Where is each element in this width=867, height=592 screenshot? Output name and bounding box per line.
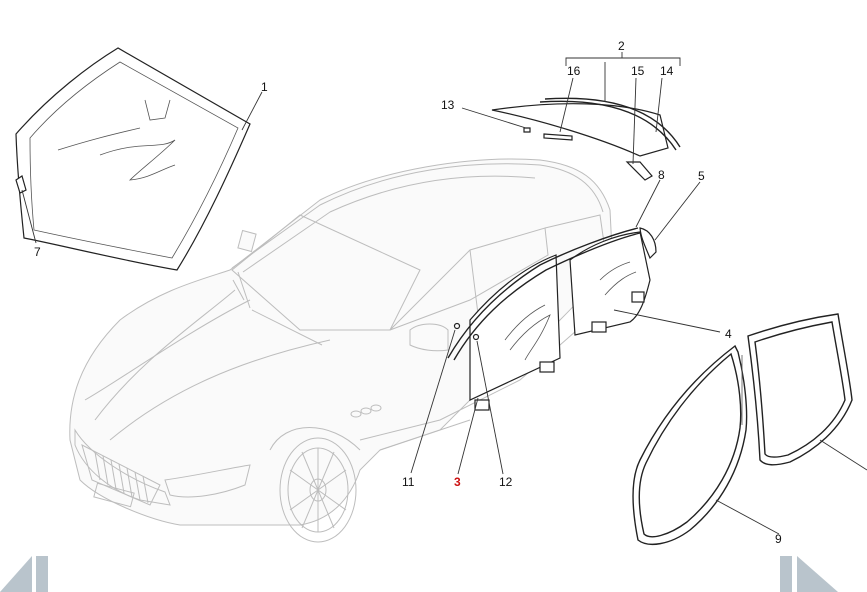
callout-8[interactable]: 8	[658, 168, 665, 182]
callout-5[interactable]: 5	[698, 169, 705, 183]
next-button[interactable]	[780, 556, 838, 592]
callout-16[interactable]: 16	[567, 64, 581, 78]
callout-11[interactable]: 11	[402, 475, 415, 489]
door-seal-rear-part	[747, 313, 853, 466]
small-clips	[453, 322, 480, 341]
callout-14[interactable]: 14	[660, 64, 674, 78]
next-arrow-icon	[780, 556, 838, 592]
callout-12[interactable]: 12	[499, 475, 513, 489]
windshield-part	[15, 47, 251, 271]
door-window-seal-part	[447, 227, 641, 361]
callout-13[interactable]: 13	[441, 98, 455, 112]
front-door-glass-part	[469, 254, 561, 411]
door-seal-front-part	[632, 344, 748, 546]
clip-part	[15, 175, 27, 194]
callout-1[interactable]: 1	[261, 80, 268, 94]
side-vents	[350, 404, 382, 418]
prev-button[interactable]	[0, 556, 48, 592]
callout-7[interactable]: 7	[34, 245, 41, 259]
rear-window-part	[491, 97, 681, 181]
rear-door-glass-part	[569, 231, 651, 336]
front-wheel	[269, 427, 361, 543]
callout-15[interactable]: 15	[631, 64, 645, 78]
callout-4[interactable]: 4	[725, 327, 732, 341]
prev-arrow-icon	[0, 556, 48, 592]
leader-lines	[21, 52, 867, 535]
callout-labels: 1 2 16 15 14 13 8 5 4 7 11 3 12 9	[34, 39, 782, 546]
callout-3[interactable]: 3	[454, 475, 461, 489]
callout-2[interactable]: 2	[618, 39, 625, 53]
quarter-glass-part	[639, 227, 657, 260]
callout-9[interactable]: 9	[775, 532, 782, 546]
